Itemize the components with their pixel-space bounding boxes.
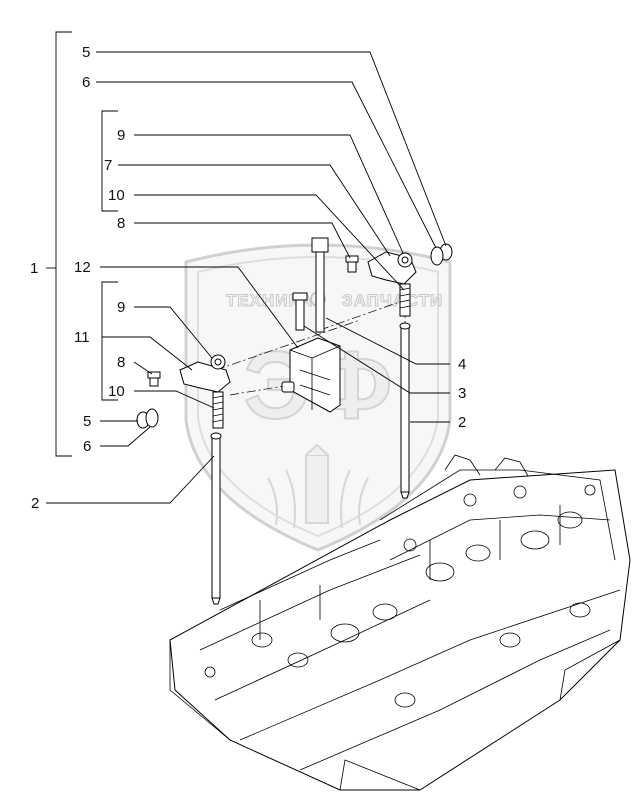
cylinder-head [169,454,631,791]
rocker-arm-left [179,361,231,393]
bolt-4 [315,249,325,333]
rocker-shaft-bracket [281,337,341,413]
callout-9-mid: 9 [117,299,125,316]
leader-lines [46,51,450,504]
watermark-wheat-icon [267,443,369,529]
callout-1: 1 [30,260,38,277]
watermark-line1: ТЕХНИКА [226,291,313,310]
watermark-shield-inner [197,256,439,538]
callout-12: 12 [74,259,91,276]
bolts-center [292,237,329,333]
callout-6-mid: 6 [83,438,91,455]
push-rod-right [400,325,410,493]
callout-2-right: 2 [458,414,466,431]
callout-5-mid: 5 [83,413,91,430]
callout-11: 11 [74,329,90,346]
bolt-3 [295,297,305,331]
callout-numbers: 1 5 6 9 7 10 8 12 9 11 8 10 5 6 2 4 3 2 [30,44,466,512]
ring-6-right [430,246,444,266]
callout-8-top: 8 [117,215,125,232]
watermark-line2: ЗАПЧАСТИ [342,291,443,310]
callout-2-left: 2 [31,495,39,512]
callout-6-top: 6 [82,74,90,91]
assembly-brackets [46,31,118,457]
callout-5-top: 5 [82,44,90,61]
left-rocker-group [136,354,231,605]
callout-9-top: 9 [117,127,125,144]
right-rocker-group [345,243,453,499]
adjusting-screw-right [399,283,411,317]
callout-4: 4 [458,356,466,373]
ring-6-left [145,408,159,428]
callout-3: 3 [458,385,466,402]
callout-10-top: 10 [108,187,125,204]
callout-7-top: 7 [104,157,112,174]
push-rod-left [211,435,221,599]
callout-8-mid: 8 [117,354,125,371]
callout-10-mid: 10 [108,383,125,400]
